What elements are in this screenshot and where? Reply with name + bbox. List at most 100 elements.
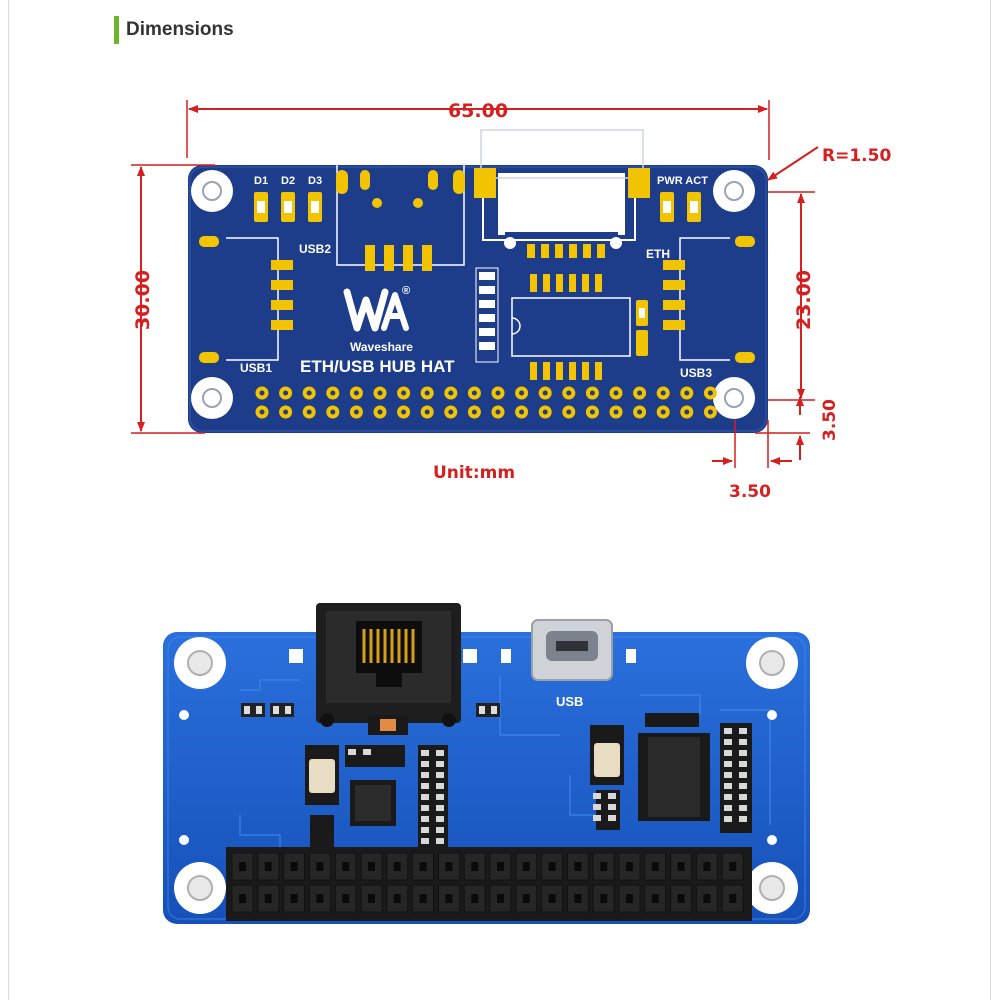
header-socket-hole — [419, 894, 427, 903]
label-d1: D1 — [254, 175, 268, 187]
photo-usb-label: USB — [556, 694, 583, 709]
gpio-pad-hole — [306, 390, 312, 396]
smd-pad — [739, 805, 747, 811]
photo-smd-components — [241, 703, 752, 855]
gpio-pad-hole — [660, 390, 666, 396]
header-socket-hole — [626, 894, 633, 903]
label-d2: D2 — [281, 175, 295, 187]
offset-y-dimension-label: 3.50 — [820, 399, 840, 441]
smd-pad — [608, 793, 616, 799]
gpio-pad-hole — [660, 409, 666, 415]
smd-pad — [739, 783, 747, 789]
gpio-pad-hole — [330, 390, 336, 396]
right-border-line — [990, 0, 991, 1000]
smd-pad — [739, 739, 747, 745]
smd-pad — [739, 794, 747, 800]
smd-pad — [724, 783, 732, 789]
gpio-pad-hole — [637, 390, 643, 396]
header-socket-hole — [471, 894, 479, 903]
smd-pad — [421, 816, 429, 822]
smd-pad — [436, 750, 444, 756]
smd-pad — [436, 761, 444, 767]
smd-pad — [363, 749, 371, 755]
photo-gpio-header — [226, 847, 752, 921]
header-socket-hole — [264, 894, 272, 903]
gpio-pad-hole — [471, 409, 477, 415]
brand-name: Waveshare — [350, 340, 413, 354]
header-socket-hole — [522, 894, 530, 903]
smd-pad — [348, 749, 356, 755]
gpio-pad-hole — [542, 409, 548, 415]
header-socket-hole — [316, 894, 324, 903]
label-usb2: USB2 — [299, 242, 331, 256]
smd-pad — [436, 838, 444, 844]
resistor-array — [475, 267, 499, 363]
smd-pad — [724, 805, 732, 811]
smd-pad — [608, 804, 616, 810]
width-dimension-label: 65.00 — [448, 100, 508, 122]
header-socket-hole — [316, 862, 324, 871]
photo-micro-usb-port — [531, 619, 613, 681]
gpio-pad-hole — [424, 390, 430, 396]
smd-pad — [421, 794, 429, 800]
smd-pad — [724, 761, 732, 767]
smd-pad — [724, 739, 732, 745]
header-socket-hole — [677, 894, 685, 903]
header-socket-hole — [600, 894, 608, 903]
photo-ethernet-jack — [316, 603, 461, 727]
smd-pad — [593, 793, 601, 799]
header-socket-hole — [393, 862, 401, 871]
gpio-pad-hole — [353, 390, 359, 396]
header-socket-hole — [574, 862, 582, 871]
header-socket-hole — [290, 862, 298, 871]
header-socket-hole — [445, 862, 453, 871]
smd-pad — [724, 794, 732, 800]
header-socket-hole — [574, 894, 582, 903]
header-socket-hole — [626, 862, 633, 871]
gpio-pad-hole — [306, 409, 312, 415]
dimension-diagram: D1 D2 D3 PWR ACT USB2 USB1 USB3 — [131, 100, 891, 502]
gpio-pad-hole — [707, 409, 713, 415]
gpio-pad-hole — [684, 390, 690, 396]
gpio-pad-hole — [424, 409, 430, 415]
gpio-pad-hole — [259, 409, 265, 415]
header-socket-hole — [419, 862, 427, 871]
header-socket-hole — [393, 894, 401, 903]
smd-pad — [739, 816, 747, 822]
gpio-pad-hole — [448, 409, 454, 415]
header-socket-hole — [548, 862, 556, 871]
radius-leader-line — [767, 146, 819, 181]
gpio-pad-hole — [401, 390, 407, 396]
label-usb1: USB1 — [240, 361, 272, 375]
gpio-pad-hole — [613, 409, 619, 415]
smd-pad — [421, 750, 429, 756]
header-socket-hole — [239, 894, 246, 903]
gpio-pad-hole — [471, 390, 477, 396]
smd-pad — [739, 761, 747, 767]
header-socket-hole — [651, 894, 659, 903]
board-photo: USB — [163, 603, 810, 924]
smd-pad — [436, 794, 444, 800]
gpio-pad-hole — [448, 390, 454, 396]
smd-pad — [739, 750, 747, 756]
section-accent-bar — [114, 16, 119, 44]
header-socket-hole — [497, 862, 504, 871]
smd-pad — [724, 728, 732, 734]
header-socket-hole — [677, 862, 685, 871]
gpio-pad-hole — [283, 409, 289, 415]
header-socket-hole — [522, 862, 530, 871]
header-socket-hole — [342, 894, 350, 903]
mounting-holes — [191, 170, 755, 419]
header-socket-hole — [651, 862, 659, 871]
header-socket-hole — [548, 894, 556, 903]
gpio-pad-hole — [259, 390, 265, 396]
smd-pad — [421, 838, 429, 844]
gpio-pad-hole — [519, 409, 525, 415]
smd-pad — [436, 816, 444, 822]
gpio-pad-hole — [353, 409, 359, 415]
gpio-pad-hole — [707, 390, 713, 396]
header-socket-hole — [471, 862, 479, 871]
header-socket-hole — [445, 894, 453, 903]
gpio-pad-hole — [401, 409, 407, 415]
gpio-pad-hole — [495, 409, 501, 415]
